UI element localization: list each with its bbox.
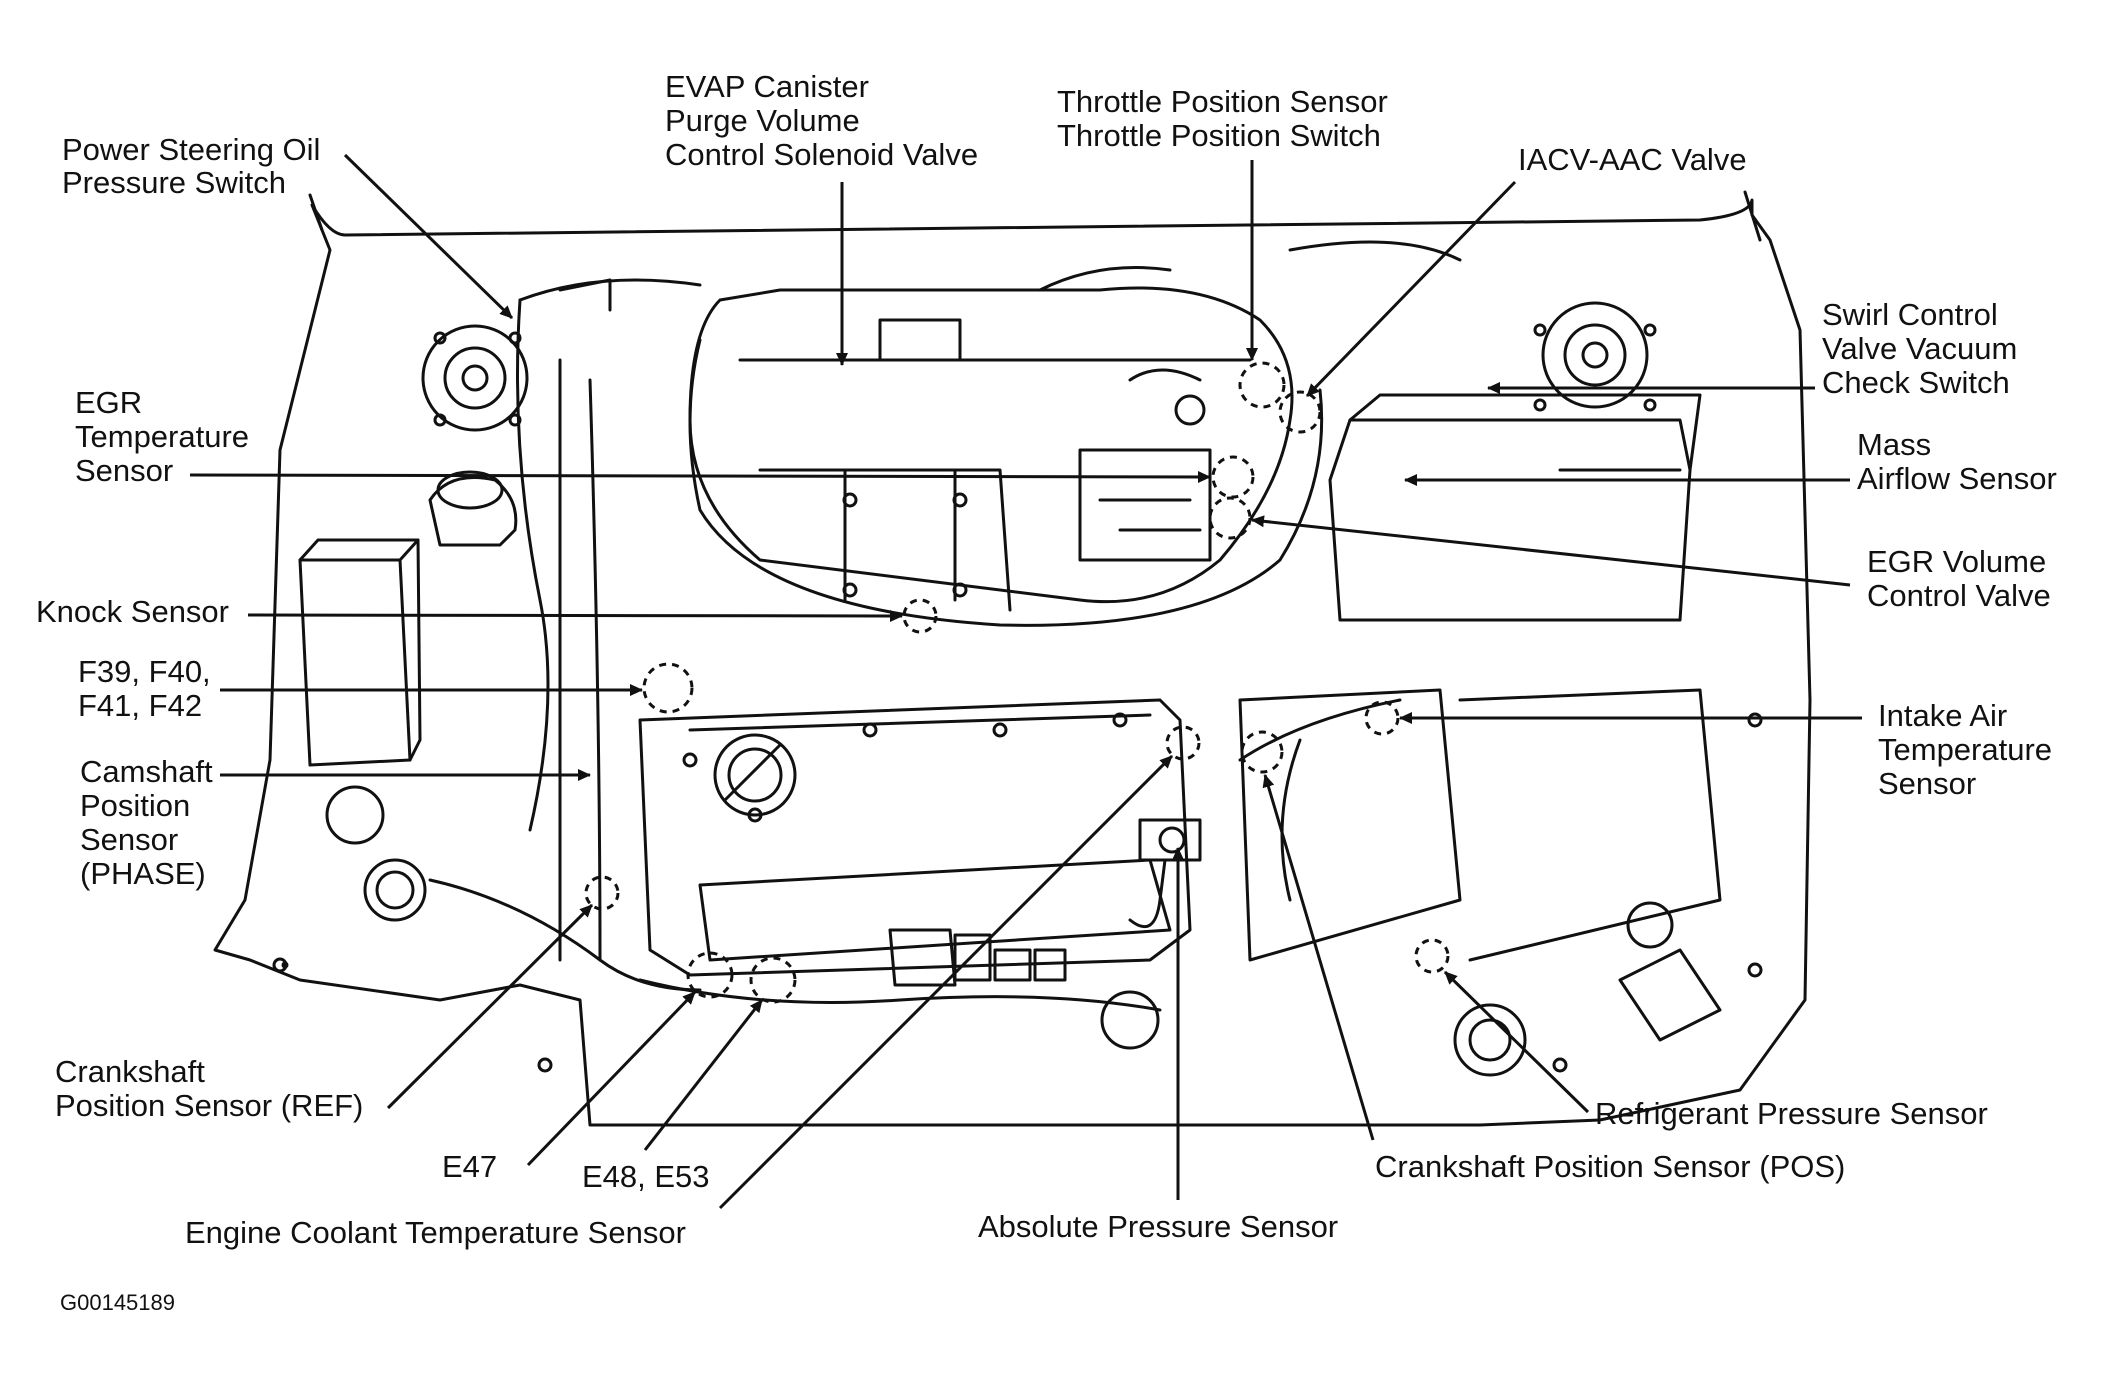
locator-absolute xyxy=(1165,725,1201,761)
locator-iacv xyxy=(1278,390,1322,434)
label-throttle: Throttle Position Sensor Throttle Positi… xyxy=(1057,84,1396,153)
label-iat: Intake Air Temperature Sensor xyxy=(1878,698,2061,801)
label-swirl: Swirl Control Valve Vacuum Check Switch xyxy=(1822,297,2026,400)
label-iacv: IACV-AAC Valve xyxy=(1518,142,1747,177)
locator-crank-pos xyxy=(1240,730,1284,774)
label-camshaft: Camshaft Position Sensor (PHASE) xyxy=(80,754,221,891)
locator-egr-volume xyxy=(1208,496,1252,540)
label-maf: Mass Airflow Sensor xyxy=(1857,427,2057,496)
leader-power-steering xyxy=(343,153,514,320)
leader-lines xyxy=(189,153,1862,1210)
leader-e48 xyxy=(643,999,764,1151)
callout-labels: Power Steering Oil Pressure Switch EVAP … xyxy=(36,69,2061,1315)
label-ect: Engine Coolant Temperature Sensor xyxy=(185,1215,686,1250)
locator-refrigerant xyxy=(1414,938,1450,974)
leader-egr-temp xyxy=(189,470,1211,483)
engine-illustration xyxy=(213,190,1812,1127)
label-refrigerant: Refrigerant Pressure Sensor xyxy=(1595,1096,1988,1131)
leader-egr-volume xyxy=(1251,515,1851,587)
locator-knock xyxy=(902,598,938,634)
leader-e47 xyxy=(526,990,697,1167)
label-abs-pressure: Absolute Pressure Sensor xyxy=(978,1209,1338,1244)
label-egr-volume: EGR Volume Control Valve xyxy=(1867,544,2055,613)
locator-iat xyxy=(1364,700,1400,736)
label-e47: E47 xyxy=(442,1149,497,1184)
locator-egr-temp xyxy=(1211,455,1255,499)
leader-crank-ref xyxy=(386,903,594,1110)
leader-iacv xyxy=(1305,180,1517,398)
figure-code: G00145189 xyxy=(60,1290,175,1315)
label-e48: E48, E53 xyxy=(582,1159,710,1194)
locator-crank-ref xyxy=(584,875,620,911)
leader-crank-pos xyxy=(1262,774,1375,1141)
locator-circles xyxy=(584,361,1450,1004)
locator-f39 xyxy=(642,662,694,714)
leader-ect xyxy=(718,754,1174,1210)
label-knock: Knock Sensor xyxy=(36,594,229,629)
label-evap: EVAP Canister Purge Volume Control Solen… xyxy=(665,69,978,172)
label-egr-temp: EGR Temperature Sensor xyxy=(75,385,258,488)
locator-e47 xyxy=(686,951,734,999)
label-crank-pos: Crankshaft Position Sensor (POS) xyxy=(1375,1149,1845,1184)
leader-refrigerant xyxy=(1443,970,1590,1114)
label-f39: F39, F40, F41, F42 xyxy=(78,654,219,723)
label-crank-ref: Crankshaft Position Sensor (REF) xyxy=(55,1054,363,1123)
leader-knock xyxy=(247,609,903,622)
locator-throttle xyxy=(1238,361,1286,409)
locator-e48 xyxy=(749,956,797,1004)
label-power-steering: Power Steering Oil Pressure Switch xyxy=(62,132,329,200)
